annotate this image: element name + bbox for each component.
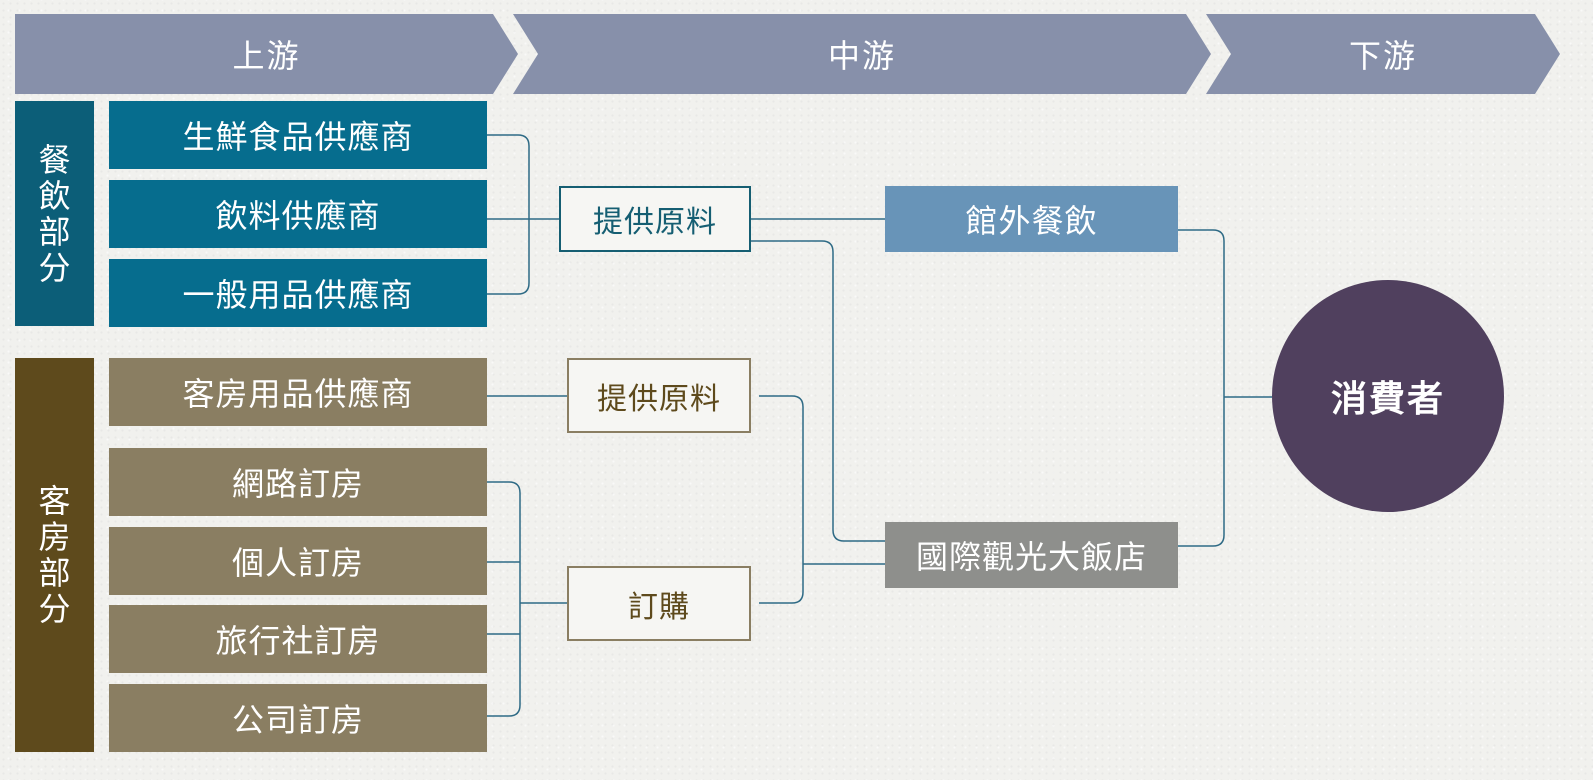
booking-company: 公司訂房 <box>109 684 487 752</box>
stage-upstream: 上游 <box>15 14 518 94</box>
department-food: 餐飲部分 <box>15 101 94 326</box>
booking-individual-label: 個人訂房 <box>231 544 364 582</box>
supplier-beverage: 飲料供應商 <box>109 180 487 248</box>
midstream-hotel-label: 國際觀光大飯店 <box>915 538 1147 576</box>
line-supply-food-to-hotel <box>751 240 885 542</box>
action-order-label: 訂購 <box>628 589 690 625</box>
stage-midstream: 中游 <box>513 14 1211 94</box>
action-supply-food-label: 提供原料 <box>593 205 717 240</box>
bracket-bookings <box>487 481 521 717</box>
supplier-fresh-food-label: 生鮮食品供應商 <box>182 118 414 156</box>
booking-company-label: 公司訂房 <box>231 701 364 739</box>
supplier-room-supplies: 客房用品供應商 <box>109 358 487 426</box>
action-supply-room-label: 提供原料 <box>597 381 721 417</box>
bracket-midstream-to-consumer <box>1178 229 1225 547</box>
bracket-room-to-hotel <box>759 395 804 604</box>
department-food-label: 餐飲部分 <box>38 140 71 287</box>
supplier-general-label: 一般用品供應商 <box>182 276 414 314</box>
supplier-general: 一般用品供應商 <box>109 259 487 327</box>
consumer-label: 消費者 <box>1330 379 1445 420</box>
booking-online: 網路訂房 <box>109 448 487 516</box>
booking-travel-agency-label: 旅行社訂房 <box>215 622 381 660</box>
booking-individual: 個人訂房 <box>109 527 487 595</box>
bracket-food-suppliers <box>487 134 530 295</box>
midstream-catering: 館外餐飲 <box>885 186 1178 252</box>
department-rooms: 客房部分 <box>15 358 94 752</box>
action-supply-food: 提供原料 <box>559 186 751 252</box>
booking-travel-agency: 旅行社訂房 <box>109 605 487 673</box>
stage-downstream: 下游 <box>1206 14 1560 94</box>
action-supply-room: 提供原料 <box>567 358 751 433</box>
department-rooms-label: 客房部分 <box>38 482 71 628</box>
action-order: 訂購 <box>567 566 751 641</box>
midstream-hotel: 國際觀光大飯店 <box>885 522 1178 588</box>
consumer-circle: 消費者 <box>1272 280 1504 512</box>
supplier-beverage-label: 飲料供應商 <box>215 197 381 235</box>
supplier-room-supplies-label: 客房用品供應商 <box>182 375 414 413</box>
supplier-fresh-food: 生鮮食品供應商 <box>109 101 487 169</box>
midstream-catering-label: 館外餐飲 <box>965 202 1098 240</box>
stage-upstream-label: 上游 <box>232 37 301 75</box>
stage-midstream-label: 中游 <box>827 37 896 75</box>
booking-online-label: 網路訂房 <box>231 465 364 503</box>
stage-downstream-label: 下游 <box>1348 37 1417 75</box>
